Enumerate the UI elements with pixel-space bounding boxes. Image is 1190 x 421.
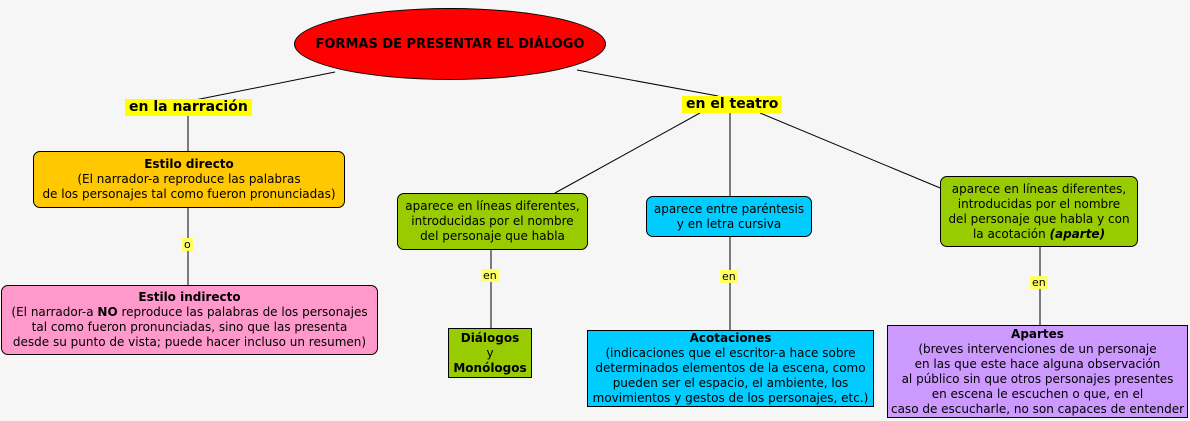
estilo-indirecto-line1-post: reproduce las palabras de los personajes — [117, 305, 368, 319]
line-root-teatro — [576, 69, 719, 97]
apartes-title: Apartes — [1011, 326, 1064, 341]
apartes-node: Apartes (breves intervenciones de un per… — [887, 325, 1188, 418]
teatro-acotacion-line1: aparece en líneas diferentes, — [951, 181, 1127, 196]
teatro-parentesis-line2: y en letra cursiva — [676, 216, 782, 231]
root-node: FORMAS DE PRESENTAR EL DIÁLOGO — [294, 8, 606, 80]
teatro-acotacion-line4: la acotación (aparte) — [973, 227, 1105, 242]
teatro-acotacion-aparte: (aparte) — [1049, 226, 1106, 241]
estilo-directo-line1: (El narrador-a reproduce las palabras — [77, 172, 301, 186]
estilo-indirecto-node: Estilo indirecto (El narrador-a NO repro… — [1, 285, 378, 355]
teatro-acotacion-line3: del personaje que habla y con — [948, 211, 1130, 226]
branch-teatro: en el teatro — [682, 96, 783, 113]
teatro-lineas-line2: introducidas por el nombre — [411, 214, 574, 228]
teatro-lineas-line1: aparece en líneas diferentes, — [405, 199, 580, 213]
root-label: FORMAS DE PRESENTAR EL DIÁLOGO — [315, 36, 585, 52]
acotaciones-line4: movimientos y gestos de los personajes, … — [592, 391, 869, 405]
line-teatro-acotacion — [759, 112, 946, 191]
teatro-parentesis-node: aparece entre paréntesis y en letra curs… — [646, 196, 812, 237]
branch-narracion: en la narración — [125, 99, 252, 116]
acotaciones-line1: (indicaciones que el escritor-a hace sob… — [605, 346, 856, 360]
apartes-line5: caso de escucharle, no son capaces de en… — [890, 401, 1185, 416]
apartes-line3: al público sin que otros personajes pres… — [901, 371, 1174, 386]
teatro-acotacion-line4-pre: la acotación — [972, 226, 1050, 241]
teatro-lineas-node: aparece en líneas diferentes, introducid… — [397, 193, 588, 250]
teatro-acotacion-node: aparece en líneas diferentes, introducid… — [940, 176, 1138, 247]
estilo-directo-title: Estilo directo — [144, 157, 234, 171]
teatro-parentesis-line1: aparece entre paréntesis — [653, 201, 805, 216]
teatro-acotacion-line2: introducidas por el nombre — [957, 196, 1121, 211]
estilo-directo-line2: de los personajes tal como fueron pronun… — [42, 187, 336, 201]
line-root-narracion — [194, 71, 336, 101]
connector-en-2: en — [720, 270, 738, 283]
monologos-label: Monólogos — [453, 360, 527, 375]
estilo-indirecto-no: NO — [97, 305, 118, 319]
estilo-directo-node: Estilo directo (El narrador-a reproduce … — [33, 151, 345, 208]
dialogos-y: y — [486, 345, 494, 360]
connector-en-3: en — [1030, 276, 1048, 289]
acotaciones-line3: pueden ser el espacio, el ambiente, los — [612, 376, 849, 390]
acotaciones-title: Acotaciones — [689, 331, 772, 345]
estilo-indirecto-line2: tal como fueron pronunciadas, sino que l… — [31, 320, 348, 334]
apartes-line1: (breves intervenciones de un personaje — [918, 341, 1157, 356]
apartes-line2: en las que este hace alguna observación — [914, 356, 1161, 371]
dialogos-label: Diálogos — [460, 330, 520, 345]
estilo-indirecto-line3: desde su punto de vista; puede hacer inc… — [12, 335, 367, 349]
dialogos-node: Diálogos y Monólogos — [448, 328, 532, 378]
teatro-lineas-line3: del personaje que habla — [420, 229, 565, 243]
line-teatro-lineas — [554, 112, 701, 194]
apartes-line4: en escena le escuchen o que, en el — [931, 386, 1144, 401]
connector-en-1: en — [481, 269, 499, 282]
connector-o: o — [182, 238, 193, 251]
estilo-indirecto-line1-pre: (El narrador-a — [11, 305, 98, 319]
estilo-indirecto-line1: (El narrador-a NO reproduce las palabras… — [11, 305, 367, 320]
acotaciones-node: Acotaciones (indicaciones que el escrito… — [587, 330, 874, 407]
estilo-indirecto-title: Estilo indirecto — [138, 290, 241, 304]
acotaciones-line2: determinados elementos de la escena, com… — [595, 361, 866, 375]
